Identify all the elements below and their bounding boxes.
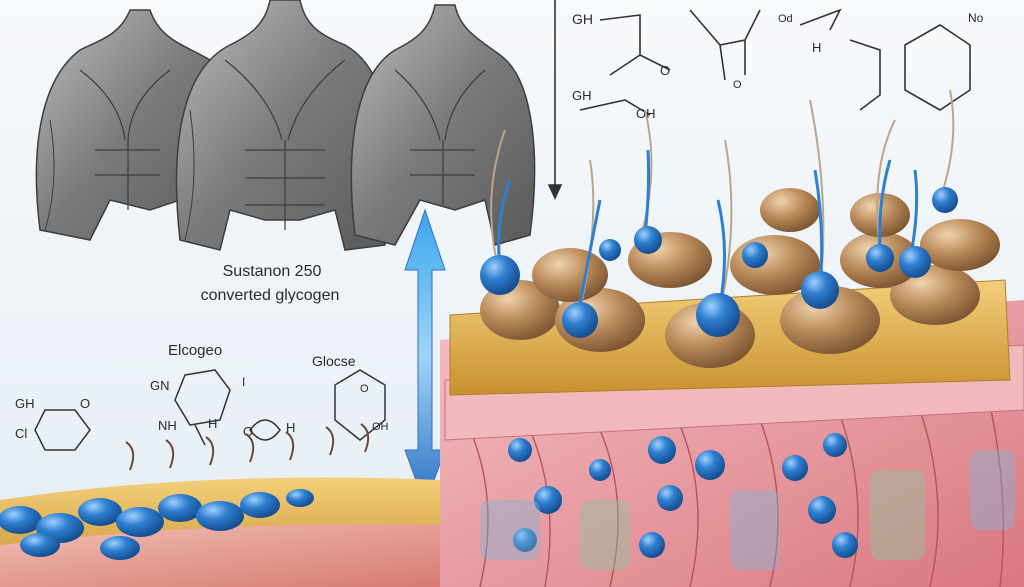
down-arrow-head bbox=[547, 184, 563, 200]
chem-elc-i: I bbox=[242, 375, 245, 389]
main-caption-line1: Sustanon 250 bbox=[223, 263, 322, 280]
chem-elc-gn: GN bbox=[150, 378, 170, 393]
glycogen-granules-right bbox=[480, 187, 958, 338]
torso-right bbox=[350, 4, 536, 246]
chem-lower-left-labels: Elcogeo Glocse GH Cl O GN I NH H O O OH … bbox=[15, 342, 389, 441]
chem-left-gh: GH bbox=[15, 396, 35, 411]
chem-glocse-oh: OH bbox=[372, 421, 389, 433]
chem-ho-right: H bbox=[286, 420, 295, 435]
chem-lower-left bbox=[34, 369, 386, 451]
chem-glocse-o: O bbox=[360, 383, 369, 395]
chem-left-cl: Cl bbox=[15, 426, 27, 441]
blue-stems bbox=[497, 149, 919, 306]
protein-clusters bbox=[480, 450, 1015, 570]
chem-elc-ho: H bbox=[208, 416, 217, 431]
chem-top-od: Od bbox=[778, 13, 793, 25]
chem-top-h: H bbox=[812, 40, 821, 55]
muscle-fibers bbox=[469, 404, 1005, 587]
chem-top-o-center: O bbox=[660, 63, 670, 78]
chem-elc-nh: NH bbox=[158, 418, 177, 433]
chem-top bbox=[547, 0, 971, 200]
chem-top-gh: GH bbox=[572, 11, 593, 27]
cell-layer-right bbox=[440, 89, 1024, 587]
chem-mid-gh: GH bbox=[572, 88, 592, 103]
main-caption: Sustanon 250 converted glycogen bbox=[201, 263, 340, 304]
tissue-strip-left bbox=[0, 423, 440, 587]
chem-oo-o: O bbox=[243, 424, 253, 439]
chem-left-o: O bbox=[80, 396, 90, 411]
chem-top-o-right: O bbox=[733, 79, 742, 91]
label-elcogeo: Elcogeo bbox=[168, 342, 222, 359]
muscle-figures bbox=[35, 0, 536, 251]
chem-top-labels: GH Od O No H O GH OH bbox=[572, 11, 984, 121]
hooks-left bbox=[125, 423, 370, 471]
chem-top-no: No bbox=[968, 11, 984, 25]
torso-center bbox=[175, 0, 393, 251]
main-caption-line2: converted glycogen bbox=[201, 287, 340, 304]
label-glocse: Glocse bbox=[312, 353, 356, 369]
deep-granules bbox=[508, 433, 858, 558]
glycogen-granules-left bbox=[0, 489, 314, 560]
